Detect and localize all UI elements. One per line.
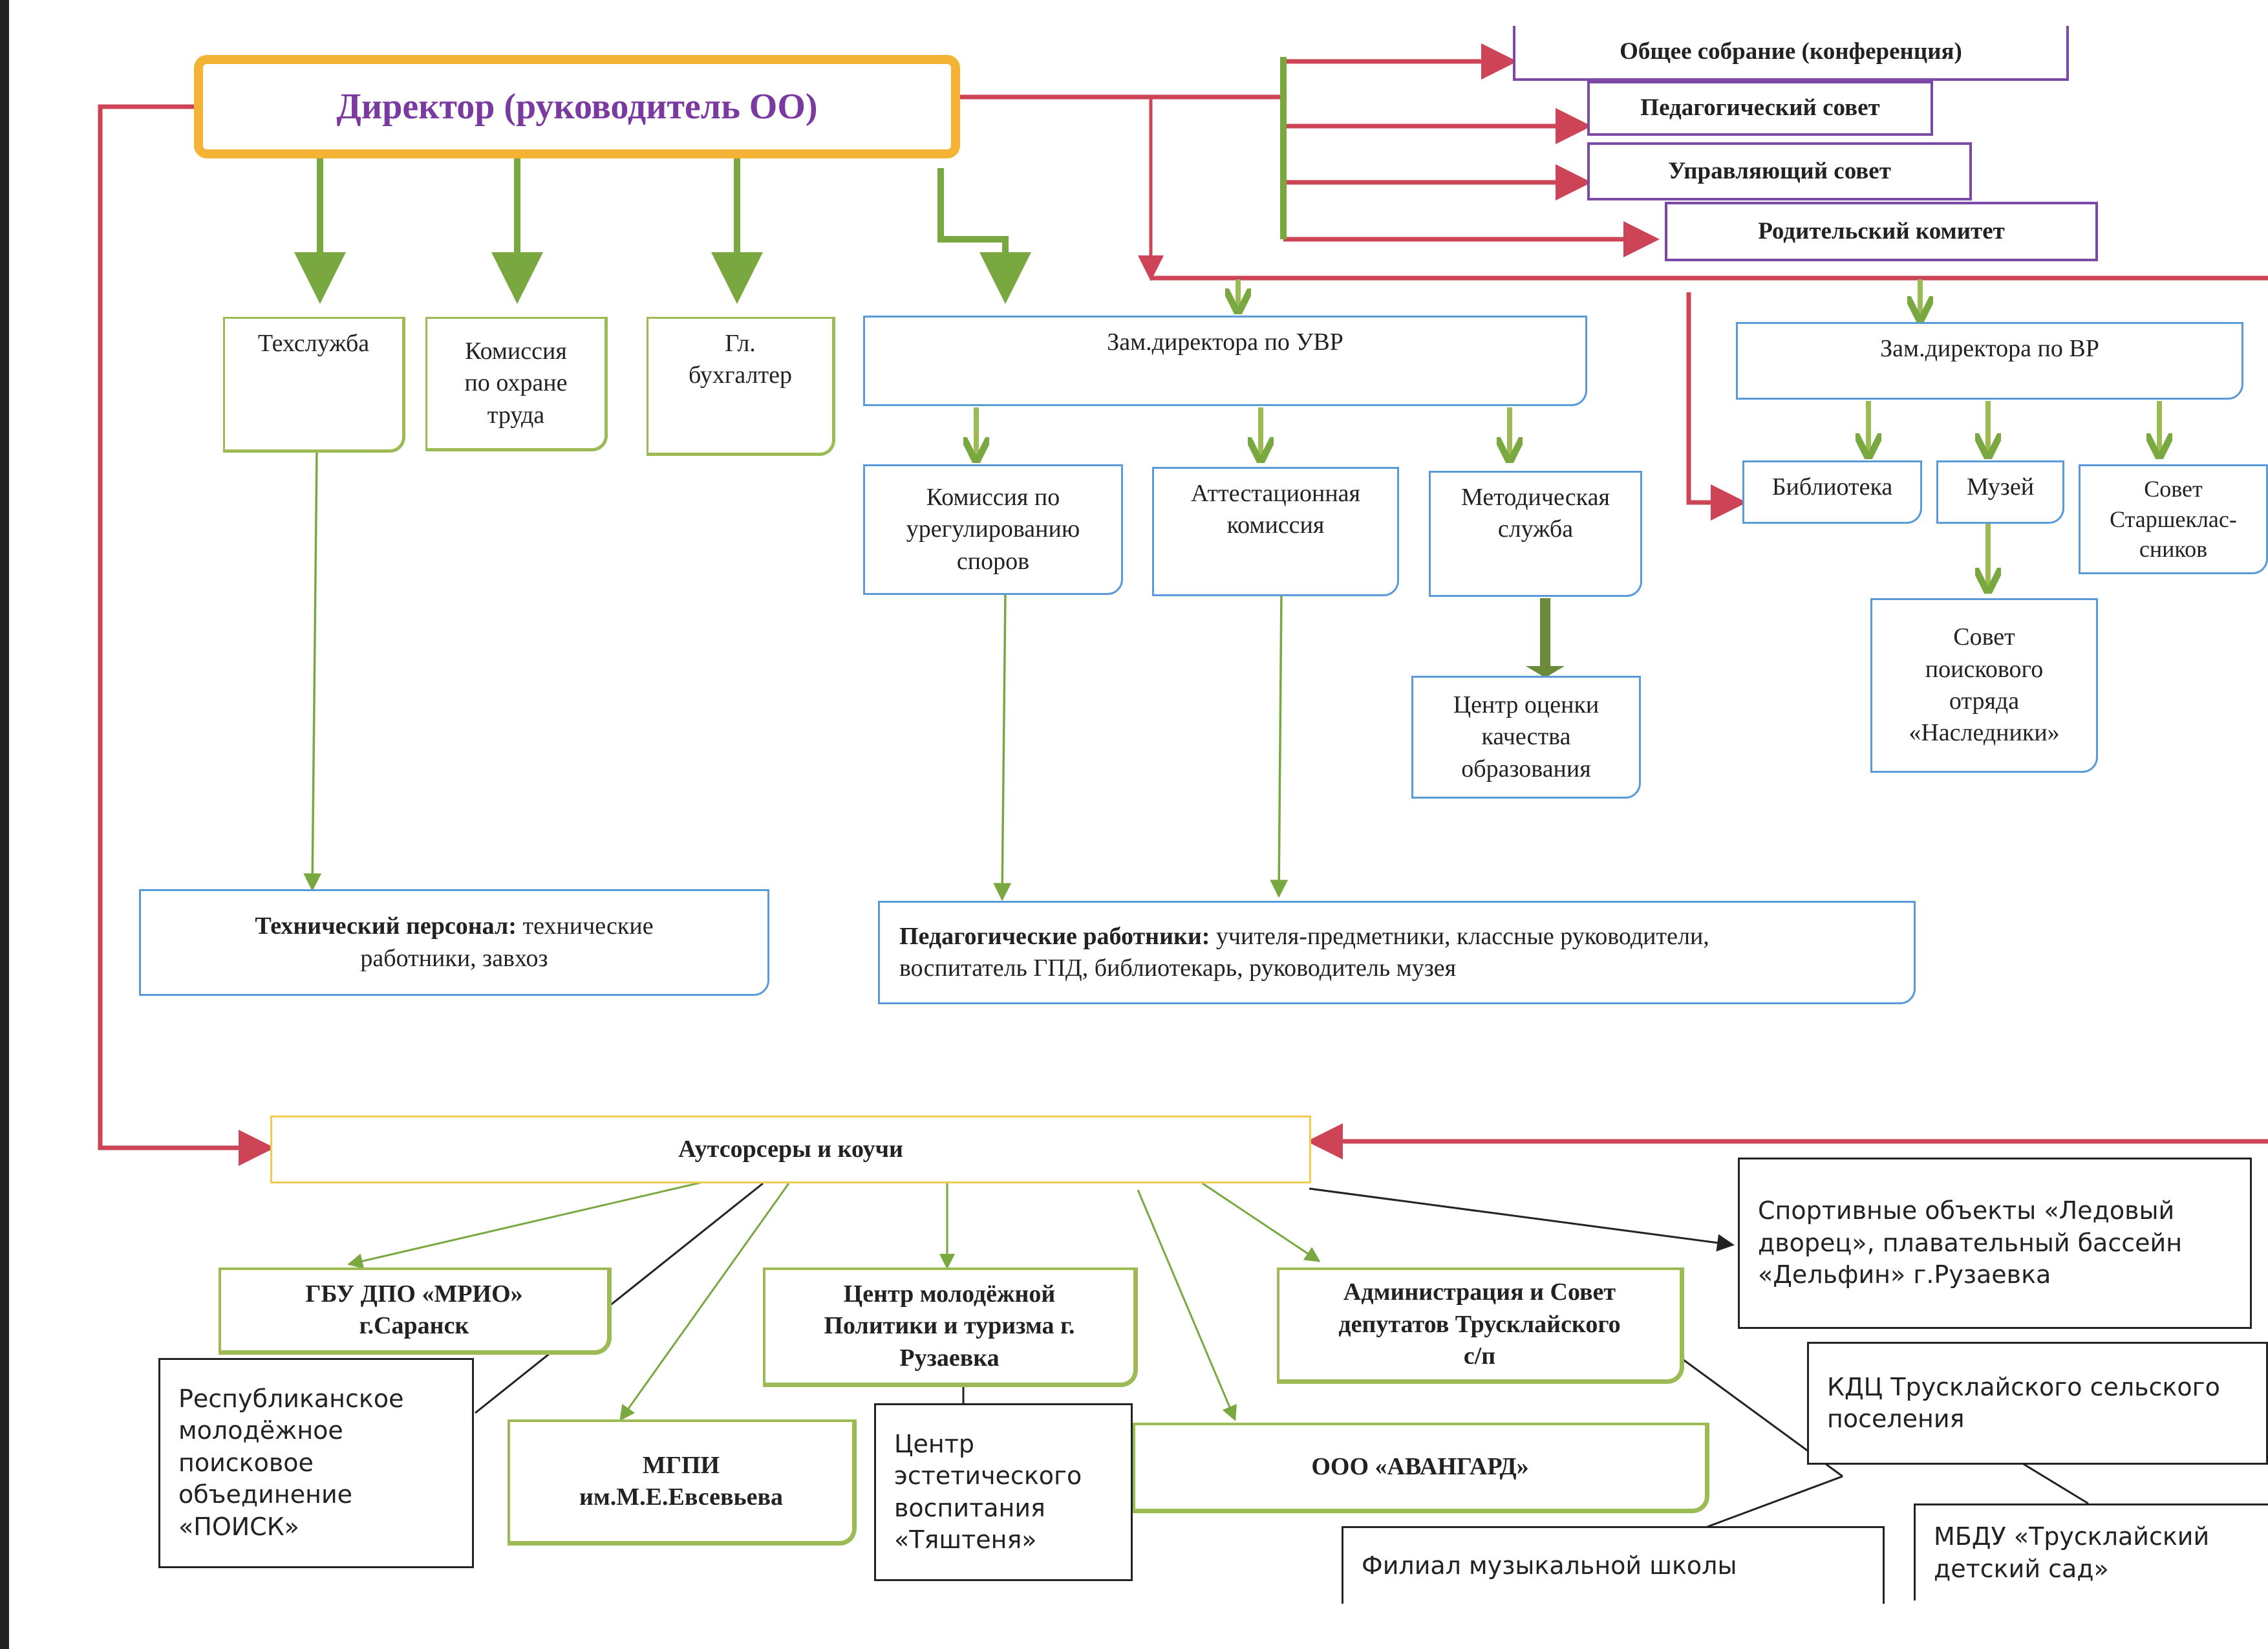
deputy-uvr-label: Зам.директора по УВР: [1107, 329, 1343, 356]
disputes-commission-label: Комиссия по урегулированию споров: [906, 483, 1080, 575]
library-box: Библиотека: [1742, 460, 1922, 524]
aesthetic-center-label: Центр эстетического воспитания «Тяштеня»: [894, 1429, 1082, 1554]
senior-council-box: Совет Старшеклас- сников: [2079, 464, 2268, 574]
director-box: Директор (руководитель ОО): [194, 55, 960, 158]
aesthetic-center-box: Центр эстетического воспитания «Тяштеня»: [874, 1403, 1133, 1581]
youth-center-box: Центр молодёжной Политики и туризма г. Р…: [763, 1267, 1138, 1387]
managing-council-box: Управляющий совет: [1587, 142, 1972, 200]
attestation-commission-box: Аттестационная комиссия: [1152, 467, 1399, 596]
general-meeting-box: Общее собрание (конференция): [1513, 26, 2069, 81]
mgpi-label: МГПИ им.М.Е.Евсевьева: [579, 1451, 784, 1511]
deputy-vr-label: Зам.директора по ВР: [1880, 335, 2099, 362]
search-squad-council-box: Совет поискового отряда «Наследники»: [1870, 598, 2098, 773]
search-association-box: Республиканское молодёжное поисковое объ…: [158, 1358, 474, 1568]
music-school-box: Филиал музыкальной школы: [1342, 1526, 1885, 1604]
methodical-service-label: Методическая служба: [1461, 484, 1610, 543]
labor-commission-label: Комиссия по охране труда: [464, 337, 568, 429]
deputy-vr-box: Зам.директора по ВР: [1736, 322, 2243, 400]
music-school-label: Филиал музыкальной школы: [1362, 1551, 1737, 1580]
parent-committee-label: Родительский комитет: [1758, 217, 2005, 244]
technical-staff-box: Технический персонал: технические работн…: [139, 889, 769, 996]
tech-service-label: Техслужба: [257, 330, 370, 357]
mgpi-box: МГПИ им.М.Е.Евсевьева: [508, 1419, 857, 1546]
tech-service-box: Техслужба: [223, 317, 405, 453]
attestation-commission-label: Аттестационная комиссия: [1190, 480, 1361, 539]
pedagogical-staff-text: Педагогические работники: учителя-предме…: [899, 921, 1709, 985]
labor-commission-box: Комиссия по охране труда: [425, 317, 608, 451]
sport-objects-label: Спортивные объекты «Ледовый дворец», пла…: [1758, 1196, 2183, 1289]
methodical-service-box: Методическая служба: [1429, 471, 1642, 597]
avangard-box: ООО «АВАНГАРД»: [1133, 1423, 1709, 1513]
parent-committee-box: Родительский комитет: [1665, 202, 2098, 261]
senior-council-label: Совет Старшеклас- сников: [2110, 475, 2237, 563]
mrio-box: ГБУ ДПО «МРИО» г.Саранск: [219, 1267, 612, 1355]
outsourcers-label: Аутсорсеры и коучи: [678, 1135, 903, 1163]
general-meeting-label: Общее собрание (конференция): [1620, 38, 1962, 65]
kindergarten-box: МБДУ «Трусклайский детский сад»: [1914, 1503, 2268, 1600]
youth-center-label: Центр молодёжной Политики и туризма г. Р…: [824, 1280, 1075, 1372]
chief-accountant-box: Гл. бухгалтер: [647, 317, 835, 456]
search-squad-council-label: Совет поискового отряда «Наследники»: [1909, 623, 2060, 747]
deputy-uvr-box: Зам.директора по УВР: [863, 316, 1587, 406]
technical-staff-text: Технический персонал: технические работн…: [255, 911, 653, 975]
museum-label: Музей: [1966, 473, 2035, 501]
sport-objects-box: Спортивные объекты «Ледовый дворец», пла…: [1738, 1158, 2252, 1329]
administration-label: Администрация и Совет депутатов Трусклай…: [1338, 1278, 1621, 1370]
disputes-commission-box: Комиссия по урегулированию споров: [863, 464, 1123, 595]
quality-center-label: Центр оценки качества образования: [1453, 691, 1599, 782]
kdc-label: КДЦ Трусклайского сельского поселения: [1827, 1372, 2220, 1433]
pedagogical-staff-description: учителя-предметники, классные руководите…: [899, 922, 1709, 982]
pedagogical-council-box: Педагогический совет: [1587, 81, 1933, 136]
director-label: Директор (руководитель ОО): [336, 86, 818, 127]
technical-staff-heading: Технический персонал:: [255, 912, 517, 940]
pedagogical-staff-heading: Педагогические работники:: [899, 922, 1210, 950]
pedagogical-staff-box: Педагогические работники: учителя-предме…: [878, 901, 1916, 1004]
avangard-label: ООО «АВАНГАРД»: [1311, 1452, 1529, 1480]
kindergarten-label: МБДУ «Трусклайский детский сад»: [1934, 1522, 2210, 1583]
quality-center-box: Центр оценки качества образования: [1411, 676, 1641, 799]
kdc-box: КДЦ Трусклайского сельского поселения: [1807, 1342, 2268, 1465]
outsourcers-box: Аутсорсеры и коучи: [270, 1116, 1311, 1183]
managing-council-label: Управляющий совет: [1668, 157, 1891, 184]
search-association-label: Республиканское молодёжное поисковое объ…: [178, 1385, 404, 1541]
museum-box: Музей: [1936, 460, 2064, 524]
administration-box: Администрация и Совет депутатов Трусклай…: [1277, 1267, 1684, 1384]
pedagogical-council-label: Педагогический совет: [1640, 94, 1880, 122]
mrio-label: ГБУ ДПО «МРИО» г.Саранск: [305, 1280, 523, 1339]
library-label: Библиотека: [1771, 473, 1893, 501]
technical-staff-description: технические работники, завхоз: [360, 912, 654, 972]
chief-accountant-label: Гл. бухгалтер: [688, 330, 793, 389]
